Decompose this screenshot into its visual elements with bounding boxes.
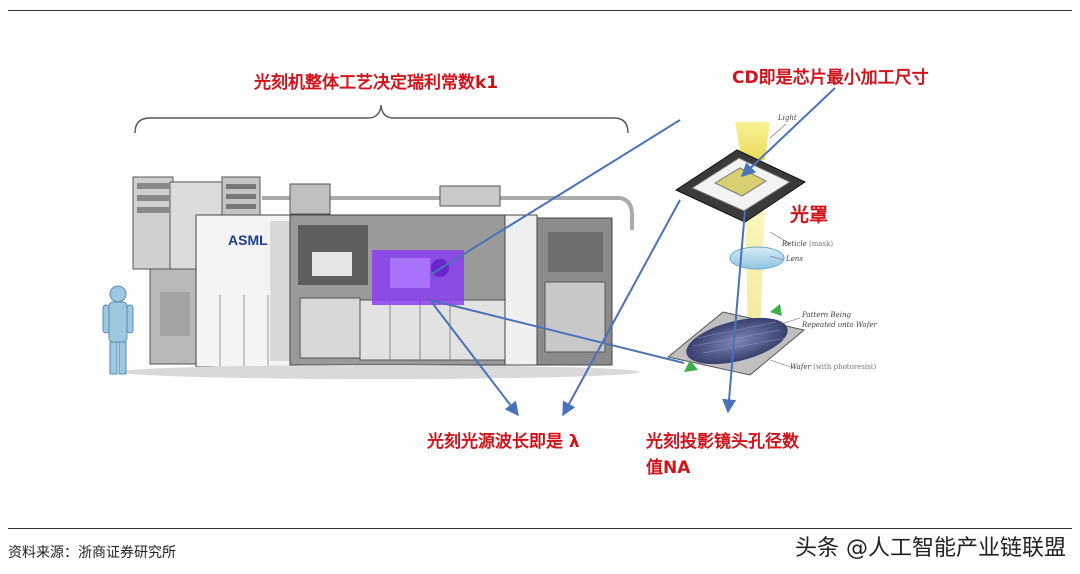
- lambda-label: 光刻光源波长即是 λ: [427, 432, 580, 452]
- lens-label: Lens: [786, 255, 803, 263]
- technician-figure: [102, 285, 134, 375]
- arrow-lambda-1: [429, 299, 519, 417]
- wafer-disc: [686, 317, 788, 365]
- reticle-note: (mask): [809, 240, 834, 248]
- reticle-text: Reticle: [782, 240, 807, 248]
- light-label: Light: [778, 114, 797, 122]
- wafer-text: Wafer: [790, 363, 811, 371]
- cd-label: CD即是芯片最小加工尺寸: [732, 68, 929, 88]
- pattern-label-2: Repeated onto Wafer: [802, 321, 877, 329]
- pattern-label-1: Pattern Being: [802, 311, 851, 319]
- na-label-line2: 值NA: [646, 458, 691, 478]
- mask-label: 光罩: [790, 204, 829, 226]
- wafer-note: (with photoresist): [813, 363, 877, 371]
- top-rule: [8, 10, 1072, 11]
- na-label-line1: 光刻投影镜头孔径数: [646, 432, 799, 452]
- asml-machine: ASML: [120, 176, 640, 379]
- arrow-na: [722, 209, 746, 414]
- asml-logo: ASML: [228, 232, 268, 248]
- arrow-machine-to-wafer: [429, 299, 685, 364]
- wafer-label: Wafer (with photoresist): [790, 363, 876, 371]
- optics-schematic: [666, 122, 807, 376]
- bottom-rule: [8, 528, 1072, 529]
- arrow-machine-to-reticle: [429, 119, 681, 276]
- reticle-label: Reticle (mask): [782, 240, 833, 248]
- source-caption: 资料来源：浙商证券研究所: [8, 545, 176, 561]
- callout-arrows: [429, 87, 836, 417]
- arrow-lambda-2: [562, 199, 681, 417]
- watermark: 头条 @人工智能产业链联盟: [795, 536, 1066, 561]
- k1-label: 光刻机整体工艺决定瑞利常数k1: [254, 73, 499, 93]
- arrow-cd-to-reticle: [740, 87, 836, 177]
- k1-bracket: [134, 104, 629, 134]
- lens-element: [729, 246, 785, 270]
